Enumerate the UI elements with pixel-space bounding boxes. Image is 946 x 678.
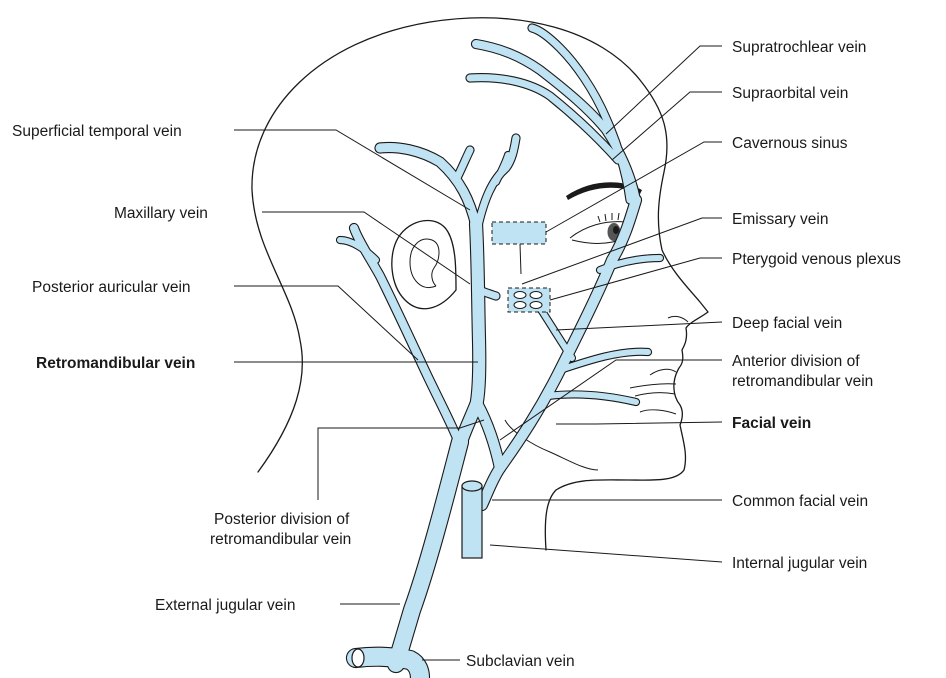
label-external-jugular: External jugular vein (155, 597, 295, 614)
label-anterior-division-1: Anterior division of (732, 353, 860, 370)
retromandibular-vein (474, 224, 479, 412)
label-common-facial: Common facial vein (732, 493, 868, 510)
label-posterior-division-1: Posterior division of (214, 511, 350, 528)
emissary-vein (520, 244, 521, 274)
supratrochlear-vein (532, 28, 630, 200)
posterior-auricular-vein (354, 228, 460, 445)
label-internal-jugular: Internal jugular vein (732, 555, 867, 572)
vein-network (340, 28, 660, 678)
label-superficial-temporal: Superficial temporal vein (12, 123, 182, 140)
cavernous-sinus (492, 222, 546, 244)
label-cavernous: Cavernous sinus (732, 135, 848, 152)
label-anterior-division-2: retromandibular vein (732, 373, 873, 390)
pterygoid-venous-plexus (508, 288, 550, 312)
label-subclavian: Subclavian vein (466, 653, 575, 670)
subclavian-vein-end (352, 649, 364, 667)
supratrochlear-vein-outline (532, 28, 630, 200)
label-facial: Facial vein (732, 415, 811, 432)
label-supratrochlear: Supratrochlear vein (732, 39, 866, 56)
label-deep-facial: Deep facial vein (732, 315, 842, 332)
label-posterior-division-2: retromandibular vein (210, 531, 351, 548)
label-posterior-auricular: Posterior auricular vein (32, 279, 191, 296)
label-retromandibular: Retromandibular vein (36, 355, 195, 372)
ear (392, 221, 456, 309)
external-jugular-vein (396, 442, 460, 664)
internal-jugular-vein (462, 481, 482, 558)
label-maxillary: Maxillary vein (114, 205, 208, 222)
labels: Supratrochlear vein Supraorbital vein Ca… (12, 39, 901, 670)
label-supraorbital: Supraorbital vein (732, 85, 848, 102)
label-pterygoid: Pterygoid venous plexus (732, 251, 901, 268)
label-emissary: Emissary vein (732, 211, 828, 228)
